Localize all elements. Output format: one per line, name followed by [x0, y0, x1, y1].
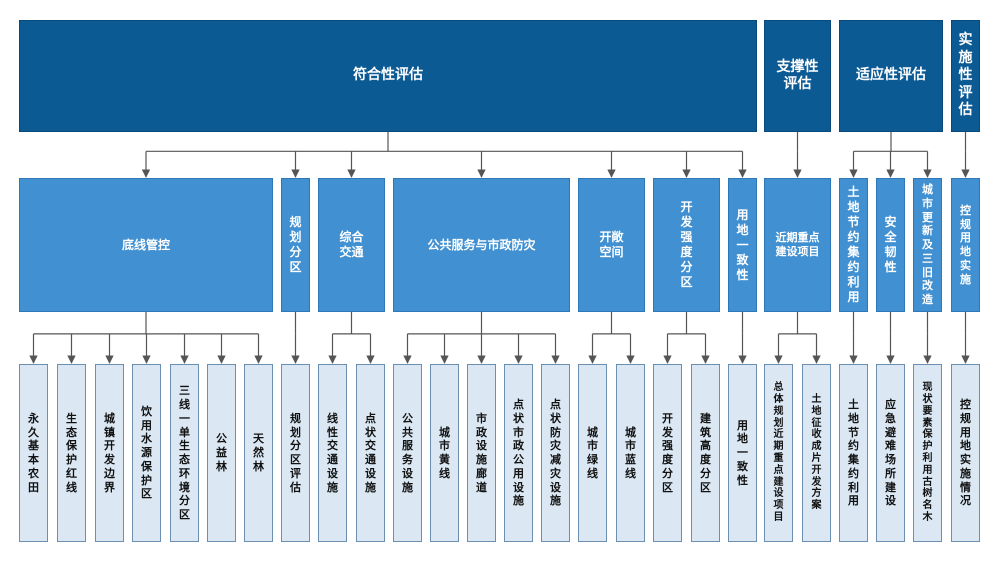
leaf-node: 用地一致性 — [728, 364, 757, 542]
leaf-node: 线性交通设施 — [318, 364, 347, 542]
leaf-node: 开发强度分区 — [653, 364, 682, 542]
leaf-node: 土地征收成片开发方案 — [802, 364, 831, 542]
leaf-node: 饮用水源保护区 — [132, 364, 161, 542]
mid-node-near-term-projects: 近期重点 建设项目 — [764, 178, 831, 312]
mid-node-land-consistency: 用地一致性 — [728, 178, 757, 312]
leaf-node: 点状市政公用设施 — [504, 364, 533, 542]
mid-node-density-zones: 开发强度分区 — [653, 178, 720, 312]
leaf-node: 点状交通设施 — [356, 364, 385, 542]
leaf-node: 三线一单生态环境分区 — [170, 364, 199, 542]
mid-node-public-services: 公共服务与市政防灾 — [393, 178, 570, 312]
leaf-node: 天然林 — [244, 364, 273, 542]
leaf-node: 生态保护红线 — [57, 364, 86, 542]
leaf-node: 土地节约集约利用 — [839, 364, 868, 542]
top-node-implementation: 实施性评估 — [951, 20, 980, 132]
leaf-node: 点状防灾减灾设施 — [541, 364, 570, 542]
leaf-node: 公共服务设施 — [393, 364, 422, 542]
leaf-node: 城市黄线 — [430, 364, 459, 542]
leaf-node: 市政设施廊道 — [467, 364, 496, 542]
mid-node-safety-resilience: 安全韧性 — [876, 178, 905, 312]
mid-node-regulatory-implementation: 控规用地实施 — [951, 178, 980, 312]
mid-node-planning-zones: 规划分区 — [281, 178, 310, 312]
leaf-node: 城镇开发边界 — [95, 364, 124, 542]
mid-node-land-efficiency: 土地节约集约利用 — [839, 178, 868, 312]
mid-node-transport: 综合 交通 — [318, 178, 385, 312]
top-node-support: 支撑性 评估 — [764, 20, 831, 132]
leaf-node: 公益林 — [207, 364, 236, 542]
leaf-node: 建筑高度分区 — [691, 364, 720, 542]
leaf-node: 现状要素保护利用古树名木 — [913, 364, 942, 542]
mid-node-bottom-line: 底线管控 — [19, 178, 273, 312]
leaf-node: 控规用地实施情况 — [951, 364, 980, 542]
top-node-conformity: 符合性评估 — [19, 20, 757, 132]
mid-node-urban-renewal: 城市更新及三旧改造 — [913, 178, 942, 312]
leaf-node: 规划分区评估 — [281, 364, 310, 542]
leaf-node: 应急避难场所建设 — [876, 364, 905, 542]
top-node-adaptability: 适应性评估 — [839, 20, 943, 132]
leaf-node: 城市蓝线 — [616, 364, 645, 542]
mid-node-open-space: 开敞 空间 — [578, 178, 645, 312]
leaf-node: 城市绿线 — [578, 364, 607, 542]
leaf-node: 永久基本农田 — [19, 364, 48, 542]
leaf-node: 总体规划近期重点建设项目 — [764, 364, 793, 542]
